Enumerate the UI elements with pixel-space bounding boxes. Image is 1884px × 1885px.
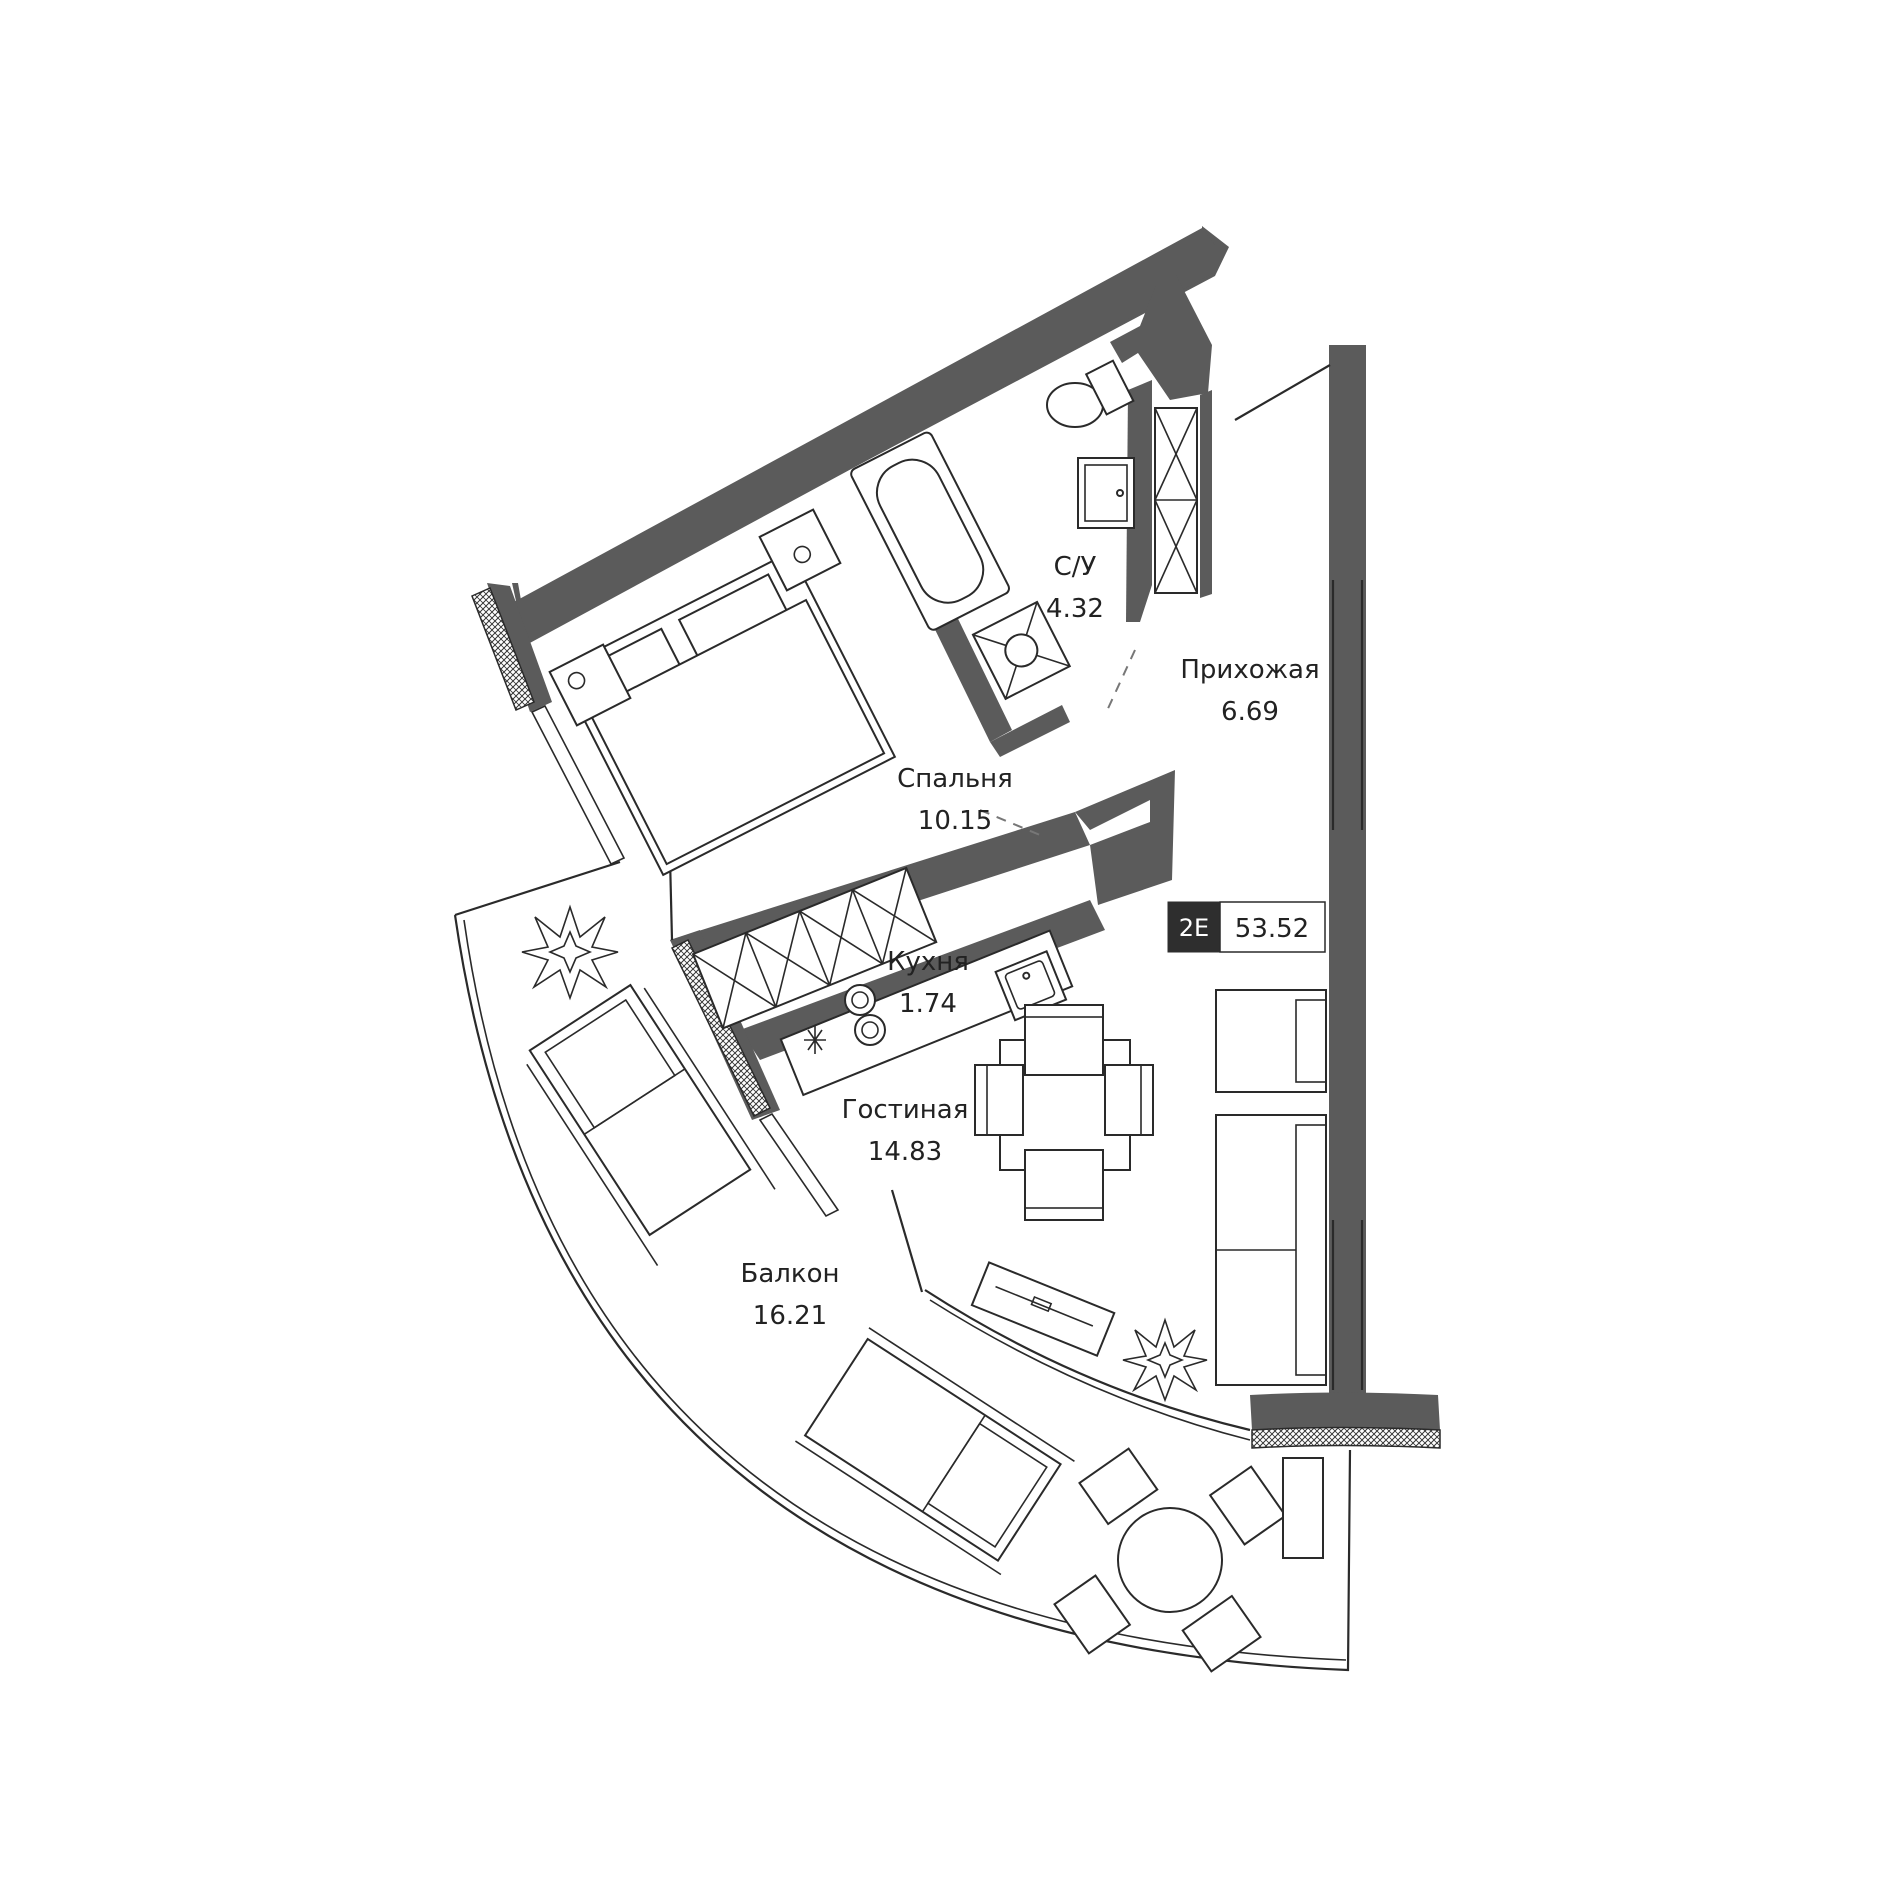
wall-bath-bottom — [990, 705, 1070, 757]
apartment-total-area: 53.52 — [1235, 914, 1309, 944]
wall-left-stub — [487, 583, 552, 712]
bathroom-sink — [1077, 457, 1135, 529]
badge-code-box — [1167, 901, 1221, 953]
room-area-kitchen: 1.74 — [899, 989, 957, 1019]
balcony-glazing-inner — [929, 1299, 1251, 1441]
sofa — [1215, 1114, 1327, 1386]
dining-set-balcony — [1053, 1447, 1287, 1673]
wall-wardrobe-left — [1126, 380, 1152, 622]
room-area-living: 14.83 — [868, 1137, 942, 1167]
window-left — [530, 704, 626, 866]
room-area-bedroom: 10.15 — [918, 806, 992, 836]
apartment-code: 2E — [1179, 914, 1209, 942]
room-name-kitchen: Кухня — [887, 947, 969, 977]
wall-wardrobe-right — [1200, 390, 1212, 598]
partition-line-2 — [890, 1189, 924, 1293]
plant-balcony — [521, 904, 619, 1001]
room-name-balcony: Балкон — [741, 1259, 840, 1289]
stove — [844, 984, 886, 1046]
toilet — [1046, 359, 1135, 428]
door-swing-bathroom — [1104, 649, 1136, 716]
room-area-balcony: 16.21 — [753, 1301, 827, 1331]
balcony-outline-inner — [463, 919, 1347, 1661]
room-name-hallway: Прихожая — [1180, 655, 1319, 685]
room-name-bathroom: С/У — [1054, 552, 1097, 582]
balcony-outline — [453, 860, 1352, 1672]
armchair — [1215, 989, 1327, 1093]
kitchen-cabinets — [691, 866, 938, 1030]
balcony-glazing — [924, 1289, 1251, 1432]
entry-door — [1234, 364, 1331, 421]
room-name-bedroom: Спальня — [897, 764, 1013, 794]
wall-right-exterior — [1329, 345, 1366, 1410]
room-area-hallway: 6.69 — [1221, 697, 1279, 727]
nightstand-right — [758, 508, 842, 592]
nightstand-left — [548, 643, 632, 727]
bathtub — [850, 431, 1010, 631]
apartment-badge: 2E 53.52 — [1167, 901, 1326, 953]
room-name-living: Гостиная — [842, 1095, 969, 1125]
balcony-cabinet — [1282, 1457, 1324, 1559]
wall-bottom-right — [1250, 1392, 1440, 1430]
tv-stand — [970, 1261, 1116, 1357]
insulation-kitchen — [671, 938, 771, 1118]
lounger-1 — [526, 983, 776, 1266]
furniture — [521, 359, 1327, 1673]
wall-shaft — [1110, 275, 1212, 400]
fridge-icon — [804, 1026, 826, 1054]
washing-machine — [971, 600, 1072, 701]
door-swing-bedroom — [979, 809, 1041, 836]
kitchen-sink — [994, 950, 1068, 1022]
wardrobe-hall — [1154, 407, 1198, 594]
badge-area-box — [1219, 901, 1326, 953]
insulation-bottom — [1251, 1426, 1441, 1449]
wall-top-diagonal-band — [512, 228, 1215, 644]
plant-living — [1122, 1317, 1208, 1403]
room-area-bathroom: 4.32 — [1046, 594, 1104, 624]
room-labels: С/У 4.32 Прихожая 6.69 Спальня 10.15 Кух… — [741, 552, 1320, 1331]
wall-kitchen-shaft — [1075, 770, 1175, 905]
insulation-left — [471, 586, 535, 712]
dining-set-living — [974, 1004, 1154, 1221]
bed — [557, 550, 897, 877]
lounger-2 — [794, 1327, 1075, 1576]
window-kitchen — [758, 1112, 840, 1218]
